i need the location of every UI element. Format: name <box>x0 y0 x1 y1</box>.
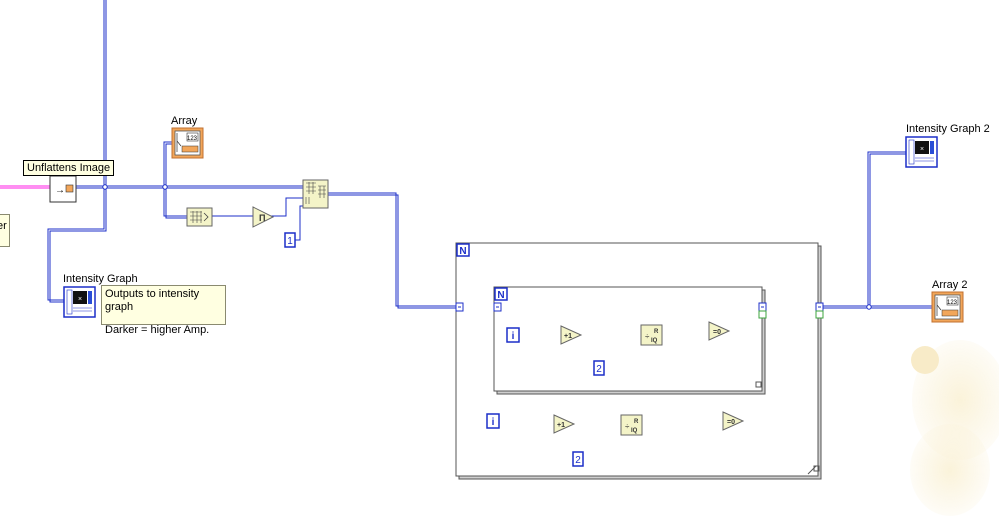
wire-to-intensity-graph-2[interactable] <box>867 151 907 308</box>
svg-text:×: × <box>78 296 82 303</box>
svg-text:Π: Π <box>259 213 266 223</box>
svg-text:R: R <box>654 329 659 335</box>
outer-conditional-tunnel[interactable] <box>815 310 824 319</box>
intensity-graph-2-label: Intensity Graph 2 <box>906 123 990 135</box>
svg-text:×: × <box>920 146 924 153</box>
constant-two-outer[interactable]: 2 <box>572 451 584 467</box>
svg-text:R: R <box>634 419 639 425</box>
left-cut-text: er <box>0 220 7 232</box>
svg-text:N: N <box>459 246 466 257</box>
svg-text:1: 1 <box>287 236 293 247</box>
left-cut-label: er <box>0 214 10 247</box>
svg-text:i: i <box>512 331 515 342</box>
array-2-indicator[interactable]: 123 <box>931 291 964 323</box>
outer-loop-count-terminal[interactable]: N <box>456 243 470 257</box>
array-label: Array <box>171 115 198 127</box>
svg-text:123: 123 <box>947 300 958 306</box>
svg-text:IQ: IQ <box>631 428 638 434</box>
intensity-graph-2-indicator[interactable]: × <box>905 136 938 168</box>
constant-one[interactable]: 1 <box>284 232 296 248</box>
multiply-array-elements-node[interactable]: Π <box>252 206 275 228</box>
wire-to-outer-loop[interactable] <box>327 192 457 309</box>
inner-for-loop[interactable] <box>493 286 766 395</box>
svg-text:=0: =0 <box>727 419 735 426</box>
quotient-remainder-node-inner[interactable]: ÷ R IQ <box>640 324 663 346</box>
svg-text:→: → <box>55 185 65 196</box>
svg-text:÷: ÷ <box>625 422 630 431</box>
svg-text:2: 2 <box>596 364 602 375</box>
inner-conditional-tunnel[interactable] <box>758 310 767 319</box>
comment-note: Outputs to intensity graph Darker = high… <box>101 285 226 336</box>
unflatten-image-tooltip: Unflattens Image <box>23 160 115 176</box>
svg-text:2: 2 <box>575 455 581 466</box>
increment-node-outer[interactable]: +1 <box>553 414 576 434</box>
svg-text:N: N <box>497 290 504 301</box>
wire-output[interactable] <box>822 305 933 309</box>
comment-line-1: Outputs to intensity graph <box>105 288 200 313</box>
constant-two-inner[interactable]: 2 <box>593 360 605 376</box>
svg-text:123: 123 <box>187 136 198 142</box>
svg-text:i: i <box>492 417 495 428</box>
increment-node-inner[interactable]: +1 <box>560 325 583 345</box>
wire-string-input[interactable] <box>0 185 51 189</box>
svg-text:=0: =0 <box>713 329 721 336</box>
equal-zero-node-outer[interactable]: =0 <box>722 411 745 431</box>
comment-line-2: Darker = higher Amp. <box>105 324 210 336</box>
wire-to-array[interactable] <box>163 141 173 188</box>
svg-text:+1: +1 <box>557 422 565 429</box>
equal-zero-node-inner[interactable]: =0 <box>708 321 731 341</box>
unflatten-image-node[interactable]: → <box>49 175 77 203</box>
wire-main[interactable] <box>75 185 304 189</box>
array-2-label: Array 2 <box>932 279 968 291</box>
watermark-logo <box>910 340 999 516</box>
svg-text:÷: ÷ <box>645 332 650 341</box>
reshape-array-node[interactable] <box>302 179 329 209</box>
svg-text:IQ: IQ <box>651 338 658 344</box>
inner-loop-index-terminal[interactable]: i <box>506 327 520 343</box>
quotient-remainder-node-outer[interactable]: ÷ R IQ <box>620 414 643 436</box>
array-size-node[interactable] <box>186 207 213 227</box>
array-indicator[interactable]: 123 <box>171 127 204 159</box>
intensity-graph-label: Intensity Graph <box>63 273 138 285</box>
inner-loop-count-terminal[interactable]: N <box>494 287 508 301</box>
outer-loop-index-terminal[interactable]: i <box>486 413 500 429</box>
wire-vertical-top[interactable] <box>103 0 107 188</box>
wire-to-array-size[interactable] <box>163 186 189 219</box>
svg-text:+1: +1 <box>564 333 572 340</box>
wire-to-intensity-graph[interactable] <box>47 186 107 303</box>
intensity-graph-indicator[interactable]: × <box>63 286 96 318</box>
